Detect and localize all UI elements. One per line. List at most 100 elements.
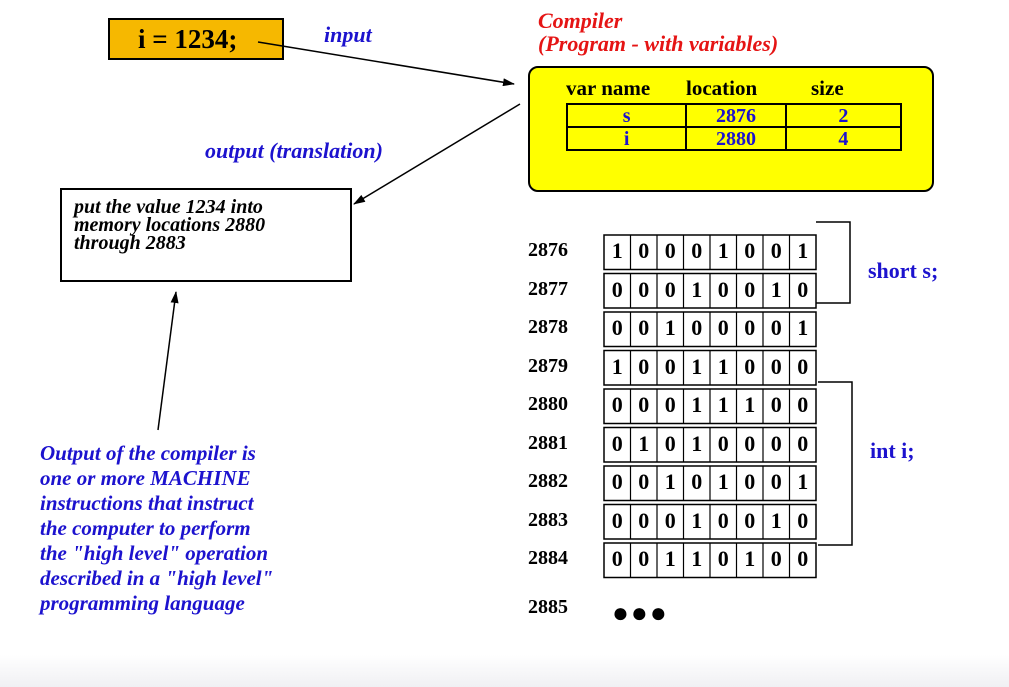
input-arrow: [257, 41, 515, 87]
memory-bit: 0: [611, 392, 623, 417]
explanation-line: described in a "high level": [40, 566, 274, 590]
memory-bit: 0: [611, 507, 623, 533]
ellipsis: ●●●: [612, 598, 669, 629]
translation-line: memory locations 2880: [74, 214, 266, 236]
header-var-name: var name: [566, 76, 651, 100]
table-row: s 2876 2: [565, 103, 903, 128]
memory-bit: 1: [717, 353, 729, 379]
memory-bit: 1: [611, 353, 623, 379]
memory-bit: 0: [638, 507, 650, 533]
memory-bit: 0: [638, 392, 650, 417]
memory-bit: 0: [611, 469, 623, 494]
memory-bit: 1: [691, 546, 703, 571]
memory-bit: 1: [717, 238, 729, 263]
memory-bit: 0: [770, 238, 782, 263]
memory-bit: 0: [664, 430, 676, 456]
memory-bit: 0: [770, 546, 782, 571]
output-arrow: [353, 103, 521, 205]
memory-bit: 1: [797, 315, 809, 340]
explanation-line: the "high level" operation: [40, 541, 269, 565]
memory-bit: 1: [664, 315, 676, 340]
code-statement: i = 1234;: [138, 24, 238, 54]
memory-bit: 0: [717, 430, 729, 456]
memory-bit: 1: [691, 392, 703, 417]
memory-address: 2880: [528, 393, 568, 415]
memory-address: 2885: [528, 596, 568, 618]
memory-bit: 1: [638, 430, 650, 456]
memory-bit: 1: [797, 238, 809, 263]
memory-bit: 0: [611, 276, 623, 302]
memory-bit: 0: [770, 392, 782, 417]
memory-bit: 0: [664, 392, 676, 417]
memory-bit: 1: [691, 353, 703, 379]
table-cell: 2876: [685, 103, 787, 128]
explanation-line: programming language: [40, 591, 245, 615]
memory-bit: 0: [664, 353, 676, 379]
table-row: i 2880 4: [565, 126, 903, 151]
int-variable-label: int i;: [870, 438, 915, 463]
table-cell: 2: [784, 103, 903, 128]
memory-bit: 1: [691, 276, 703, 302]
memory-bit: 1: [744, 546, 756, 571]
memory-address: 2877: [528, 277, 568, 300]
memory-bit: 0: [797, 353, 809, 379]
memory-bit: 0: [638, 546, 650, 571]
memory-bit: 0: [638, 315, 650, 340]
memory-bit: 0: [770, 430, 782, 456]
compiler-explanation: Output of the compiler is one or more MA…: [40, 441, 273, 616]
table-cell: 4: [784, 126, 903, 151]
memory-bit: 1: [664, 469, 676, 494]
header-size: size: [811, 76, 844, 100]
memory-bit: 0: [717, 315, 729, 340]
memory-bit: 0: [797, 392, 809, 417]
memory-bit: 0: [744, 238, 756, 263]
table-cell: 2880: [685, 126, 787, 151]
code-statement-box: i = 1234;: [108, 18, 284, 60]
explanation-arrow: [157, 291, 179, 431]
memory-bit: 1: [691, 507, 703, 533]
memory-bit: 0: [664, 238, 676, 263]
memory-bit: 0: [797, 507, 809, 533]
memory-address: 2878: [528, 316, 568, 338]
memory-bit: 0: [744, 315, 756, 340]
explanation-line: the computer to perform: [40, 516, 251, 540]
memory-bit: 0: [744, 507, 756, 533]
memory-address: 2884: [528, 547, 568, 569]
memory-bit: 1: [717, 469, 729, 494]
memory-grid-lines: [603, 234, 817, 579]
input-label: input: [324, 22, 372, 47]
memory-address: 2876: [528, 239, 568, 261]
memory-bit: 1: [664, 546, 676, 571]
translation-line: put the value 1234 into: [74, 196, 263, 218]
compiler-subtitle: (Program - with variables): [538, 31, 779, 56]
memory-address: 2882: [528, 470, 568, 492]
memory-bit: 0: [744, 276, 756, 302]
explanation-line: one or more MACHINE: [40, 466, 251, 490]
memory-bit: 0: [691, 469, 703, 494]
memory-bit: 0: [664, 507, 676, 533]
memory-bit: 1: [717, 392, 729, 417]
int-brace: [818, 381, 853, 546]
memory-bit: 0: [611, 430, 623, 456]
short-variable-label: short s;: [868, 258, 939, 283]
memory-bit: 0: [638, 469, 650, 494]
translation-line: through 2883: [74, 232, 186, 254]
symbol-table: s 2876 2 i 2880 4: [565, 103, 903, 151]
memory-bit: 1: [797, 469, 809, 494]
memory-bit: 0: [691, 315, 703, 340]
memory-bit: 1: [770, 276, 782, 302]
memory-address: 2879: [528, 354, 568, 377]
memory-bit: 0: [797, 546, 809, 571]
memory-bit: 0: [744, 430, 756, 456]
memory-bit: 0: [611, 546, 623, 571]
memory-bit: 0: [717, 276, 729, 302]
bottom-fade: [0, 655, 1009, 687]
memory-bit: 0: [638, 276, 650, 302]
memory-bit: 1: [770, 507, 782, 533]
memory-bit: 0: [797, 276, 809, 302]
header-location: location: [686, 76, 758, 100]
table-cell: s: [565, 103, 688, 128]
memory-bit: 0: [664, 276, 676, 302]
memory-bit: 0: [717, 546, 729, 571]
